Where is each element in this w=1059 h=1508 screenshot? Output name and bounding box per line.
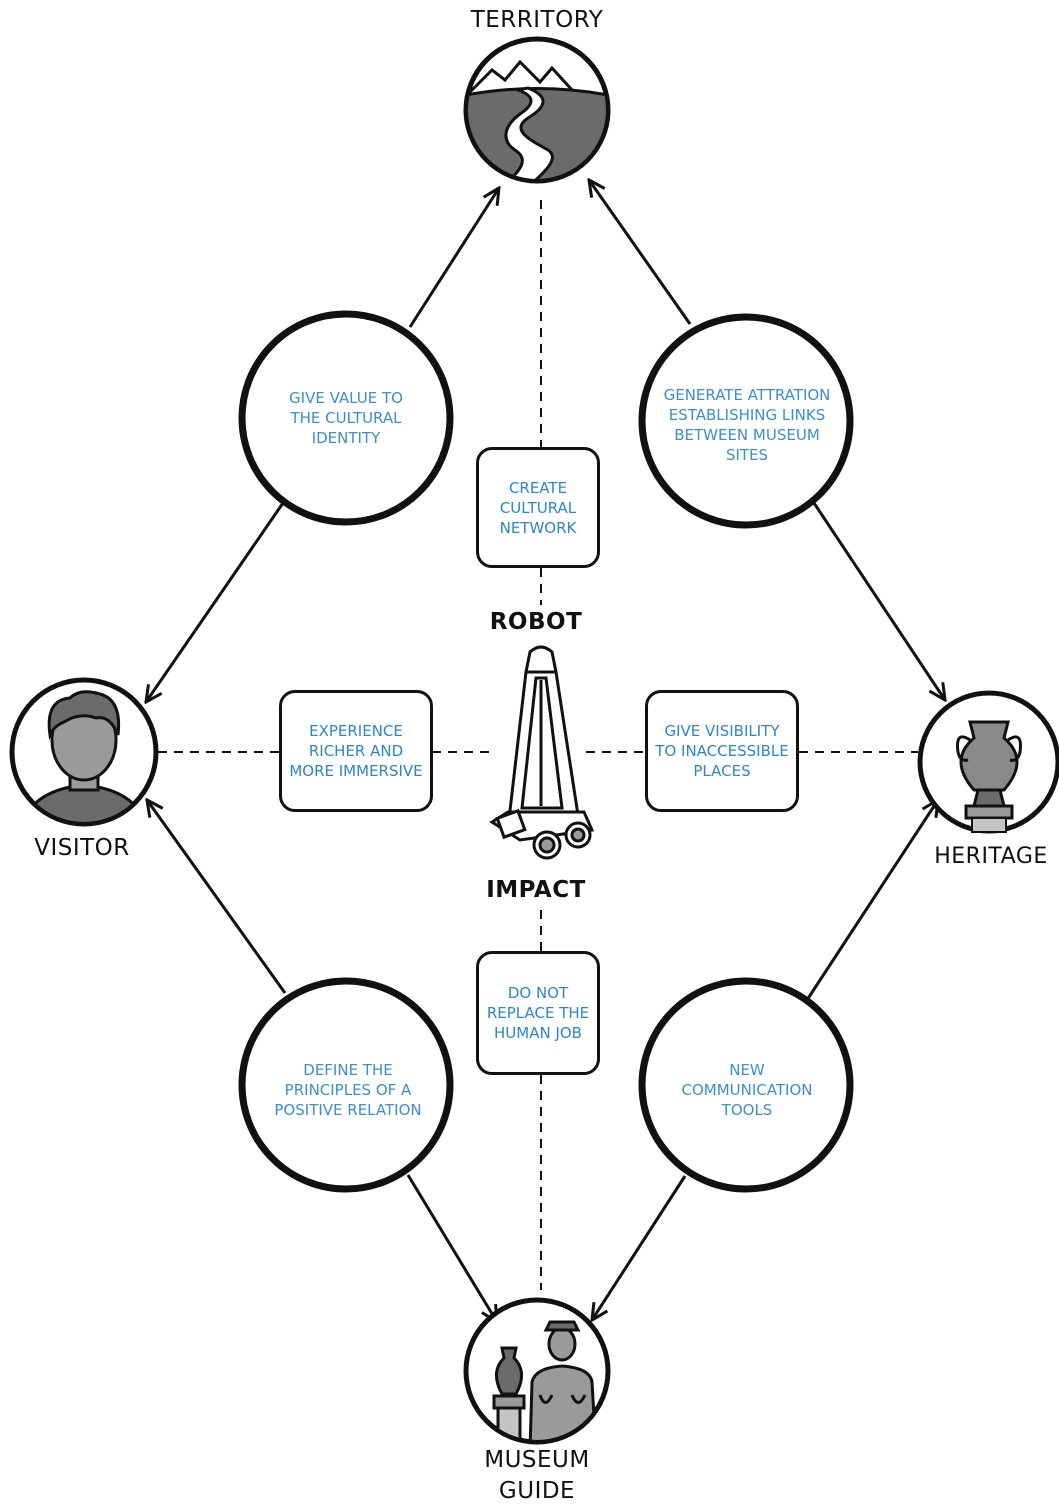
arrow-to-heritage-bottom: [805, 800, 938, 1001]
circle-text-top-right: GENERATE ATTRATION ESTABLISHING LINKS BE…: [663, 386, 831, 464]
visitor-icon: [9, 677, 159, 827]
label-robot: ROBOT: [489, 609, 583, 635]
box-experience-richer: EXPERIENCE RICHER AND MORE IMMERSIVE: [279, 690, 433, 812]
territory-icon: [463, 36, 611, 184]
circle-bottom-right: [638, 977, 854, 1193]
box-do-not-replace: DO NOT REPLACE THE HUMAN JOB: [476, 951, 600, 1075]
arrow-to-territory-right: [589, 180, 692, 325]
label-visitor: VISITOR: [34, 835, 130, 861]
circle-bottom-left: [238, 977, 454, 1193]
arrow-to-guide-left: [406, 1174, 497, 1322]
label-heritage: HERITAGE: [934, 844, 1048, 869]
label-impact: IMPACT: [486, 877, 586, 903]
dashed-axes: [158, 200, 918, 1290]
label-territory: TERRITORY: [470, 7, 604, 33]
arrows: [146, 180, 945, 1322]
museum-guide-icon: [463, 1297, 611, 1445]
text-circles: [238, 310, 854, 1193]
circle-text-bottom-left: DEFINE THE PRINCIPLES OF A POSITIVE RELA…: [274, 1061, 422, 1119]
label-museum-guide-line2: GUIDE: [498, 1478, 576, 1504]
arrow-to-territory-left: [408, 188, 499, 328]
arrow-to-visitor-bottom: [147, 800, 287, 994]
box-give-visibility: GIVE VISIBILITY TO INACCESSIBLE PLACES: [645, 690, 799, 812]
robot-icon: [489, 645, 595, 860]
arrow-to-guide-right: [592, 1175, 687, 1320]
label-museum-guide-line1: MUSEUM: [484, 1447, 590, 1473]
circle-top-left: [238, 310, 454, 526]
arrow-to-visitor-top: [146, 502, 285, 702]
heritage-icon: [917, 690, 1059, 834]
circle-text-top-left: GIVE VALUE TO THE CULTURAL IDENTITY: [289, 389, 403, 447]
box-create-cultural-network: CREATE CULTURAL NETWORK: [476, 447, 600, 568]
circle-text-bottom-right: NEW COMMUNICATION TOOLS: [681, 1061, 813, 1119]
circle-top-right: [638, 313, 854, 529]
arrow-to-heritage-top: [812, 502, 945, 700]
